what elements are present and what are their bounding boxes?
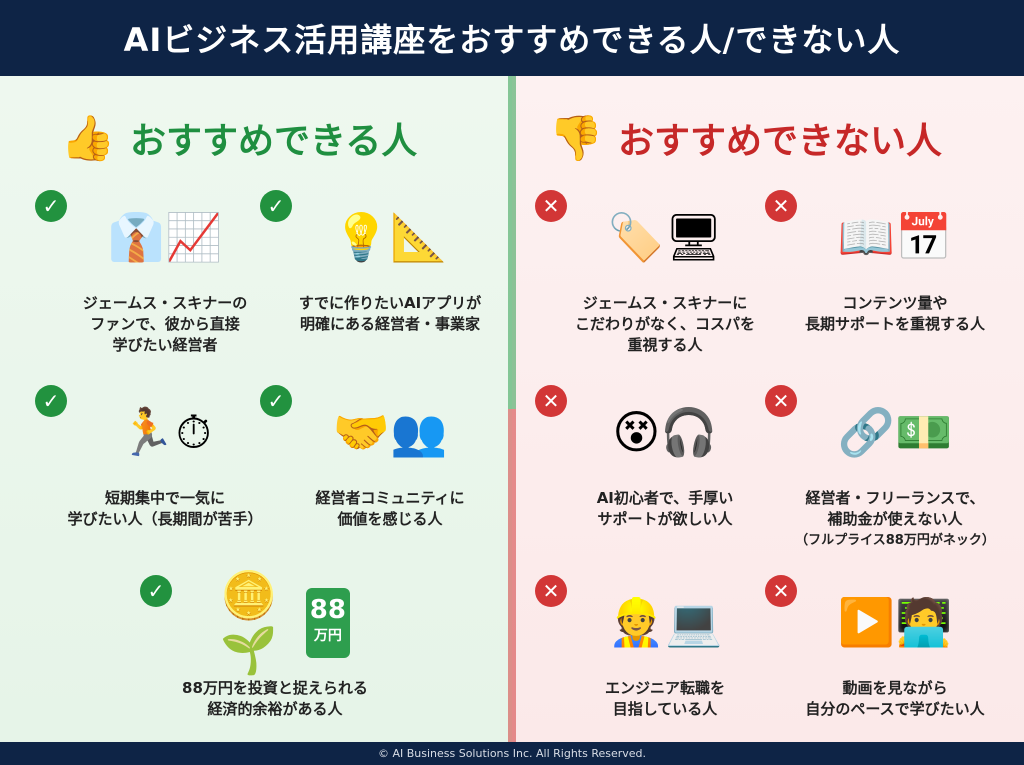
item-text: 経済的余裕がある人 xyxy=(207,700,343,718)
price-number: 88 xyxy=(309,594,346,625)
item-text: すでに作りたいAIアプリが xyxy=(298,294,482,312)
community-handshake-icon: 🤝👥 xyxy=(332,405,448,459)
check-icon: ✓ xyxy=(35,190,67,222)
item-text: 経営者コミュニティに xyxy=(315,489,465,507)
check-icon: ✓ xyxy=(140,575,172,607)
price-unit: 万円 xyxy=(313,627,342,644)
page-title: AIビジネス活用講座をおすすめできる人/できない人 xyxy=(123,21,901,59)
x-icon: ✕ xyxy=(765,190,797,222)
recommended-title: おすすめできる人 xyxy=(130,121,418,162)
panel-divider xyxy=(508,76,516,742)
recommended-item: ✓ 💡📐 すでに作りたいAIアプリが明確にある経営者・事業家 xyxy=(260,190,510,335)
not-recommended-heading: 👎 おすすめできない人 xyxy=(548,110,942,166)
item-text: 動画を見ながら xyxy=(842,679,948,697)
item-text: 短期集中で一気に xyxy=(104,489,225,507)
not-recommended-item: ✕ 📖📅 コンテンツ量や長期サポートを重視する人 xyxy=(765,190,1015,335)
recommended-heading: 👍 おすすめできる人 xyxy=(60,110,418,166)
x-icon: ✕ xyxy=(535,575,567,607)
item-text: サポートが欲しい人 xyxy=(597,510,733,528)
recommended-item: ✓ 🤝👥 経営者コミュニティに価値を感じる人 xyxy=(260,385,510,530)
item-text: 目指している人 xyxy=(612,700,718,718)
runner-clock-icon: 🏃⏱ xyxy=(118,404,212,459)
item-text: AI初心者で、手厚い xyxy=(596,489,734,507)
item-text: 経営者・フリーランスで、 xyxy=(805,489,985,507)
x-icon: ✕ xyxy=(535,385,567,417)
recommended-panel xyxy=(0,76,512,742)
item-text: ジェームス・スキナーに xyxy=(582,294,748,312)
check-icon: ✓ xyxy=(260,190,292,222)
item-text: こだわりがなく、コスパを xyxy=(574,315,755,333)
thumbs-down-icon: 👎 xyxy=(548,113,604,164)
video-learner-icon: ▶️🧑‍💻 xyxy=(837,595,953,649)
x-icon: ✕ xyxy=(765,575,797,607)
item-text: 長期サポートを重視する人 xyxy=(804,315,985,333)
not-recommended-item: ✕ 😵🎧 AI初心者で、手厚いサポートが欲しい人 xyxy=(535,385,785,530)
check-icon: ✓ xyxy=(35,385,67,417)
item-text: ジェームス・スキナーの xyxy=(82,294,248,312)
price-tag-down-icon: 🏷️🖥 xyxy=(607,210,723,264)
not-recommended-item: ✕ 👷💻 エンジニア転職を目指している人 xyxy=(535,575,785,720)
not-recommended-item: ✕ 🏷️🖥 ジェームス・スキナーにこだわりがなく、コスパを重視する人 xyxy=(535,190,785,356)
item-text: エンジニア転職を xyxy=(604,679,725,697)
not-recommended-item: ✕ 🔗💵 経営者・フリーランスで、補助金が使えない人 （フルプライス88万円がネッ… xyxy=(765,385,1015,551)
item-text: 学びたい経営者 xyxy=(112,336,218,354)
businessman-growth-icon: 👔📈 xyxy=(107,210,223,264)
item-text: 補助金が使えない人 xyxy=(827,510,963,528)
check-icon: ✓ xyxy=(260,385,292,417)
item-text: 学びたい人（長期間が苦手） xyxy=(67,510,263,528)
not-recommended-title: おすすめできない人 xyxy=(618,121,943,162)
price-tag: 88 万円 xyxy=(305,587,350,658)
broken-chain-money-icon: 🔗💵 xyxy=(837,405,953,459)
ai-lightbulb-blueprint-icon: 💡📐 xyxy=(332,210,448,264)
book-calendar-icon: 📖📅 xyxy=(837,210,953,264)
footer: © AI Business Solutions Inc. All Rights … xyxy=(0,742,1024,765)
copyright-text: © AI Business Solutions Inc. All Rights … xyxy=(377,747,647,760)
not-recommended-item: ✕ ▶️🧑‍💻 動画を見ながら自分のペースで学びたい人 xyxy=(765,575,1015,720)
item-text: 価値を感じる人 xyxy=(337,510,443,528)
item-text: 88万円を投資と捉えられる xyxy=(182,679,368,697)
item-text: 重視する人 xyxy=(627,336,703,354)
confused-person-support-icon: 😵🎧 xyxy=(612,405,718,459)
page-header: AIビジネス活用講座をおすすめできる人/できない人 xyxy=(0,0,1024,76)
x-icon: ✕ xyxy=(535,190,567,222)
engineer-code-icon: 👷💻 xyxy=(607,595,723,649)
item-text: ファンで、彼から直接 xyxy=(90,315,240,333)
x-icon: ✕ xyxy=(765,385,797,417)
item-note: （フルプライス88万円がネック） xyxy=(795,533,995,548)
recommended-item: ✓ 👔📈 ジェームス・スキナーのファンで、彼から直接学びたい経営者 xyxy=(35,190,285,356)
thumbs-up-icon: 👍 xyxy=(60,113,116,164)
item-text: 明確にある経営者・事業家 xyxy=(299,315,480,333)
recommended-item: ✓ 🏃⏱ 短期集中で一気に学びたい人（長期間が苦手） xyxy=(35,385,285,530)
item-text: コンテンツ量や xyxy=(842,294,948,312)
item-text: 自分のペースで学びたい人 xyxy=(805,700,985,718)
